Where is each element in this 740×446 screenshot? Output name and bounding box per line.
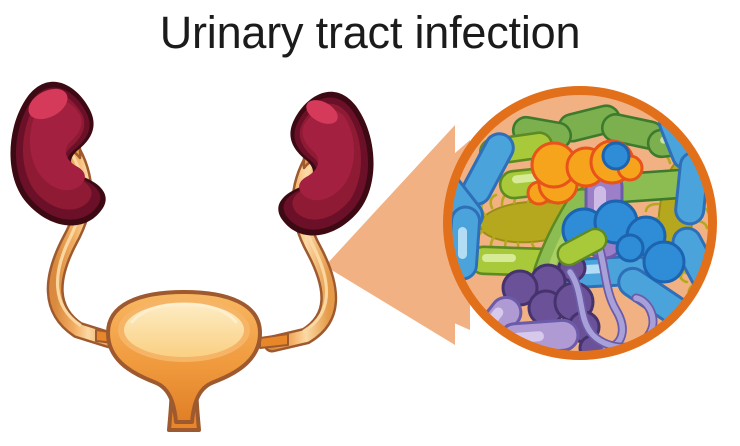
bacteria-field (451, 104, 709, 352)
kidney-left (10, 81, 106, 226)
magnifier-lens (443, 86, 717, 360)
kidney-right (278, 91, 374, 236)
lime-bacilli-bottom-left (556, 227, 608, 267)
magnifier-cone (325, 125, 470, 345)
page-title: Urinary tract infection (159, 7, 581, 58)
blue-cocci-cluster (561, 141, 686, 284)
bladder (106, 290, 262, 432)
